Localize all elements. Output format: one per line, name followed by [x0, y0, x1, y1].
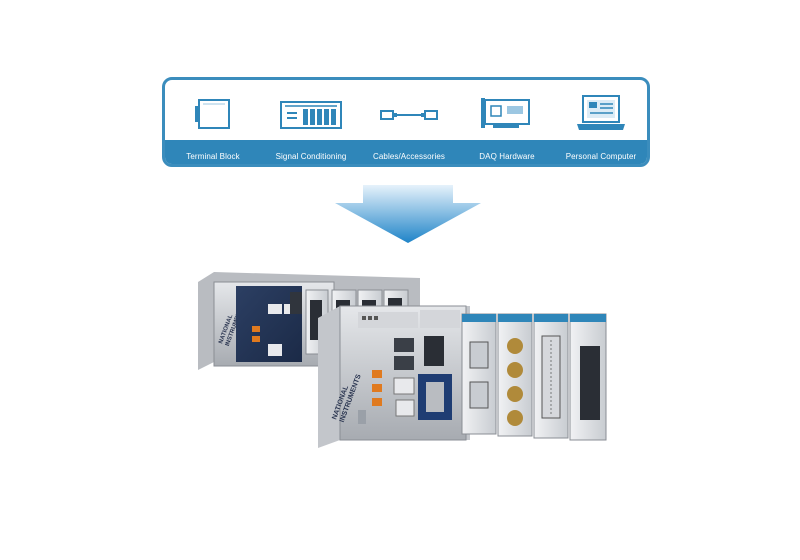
terminal-block-icon	[195, 99, 230, 129]
io-module-2	[497, 313, 533, 437]
label-band	[165, 140, 647, 164]
pipeline-item-daq-hardware: DAQ Hardware	[459, 80, 555, 164]
front-controller-unit: NATIONAL INSTRUMENTS	[318, 305, 470, 448]
signal-conditioning-icon	[280, 101, 342, 129]
pipeline-item-label: Personal Computer	[565, 152, 637, 161]
daq-pipeline-panel: Terminal Block Signal Conditioning Cable…	[162, 77, 650, 167]
pipeline-item-terminal-block: Terminal Block	[165, 80, 261, 164]
down-arrow-icon	[335, 185, 481, 243]
daq-card-icon	[481, 98, 530, 128]
pipeline-item-personal-computer: Personal Computer	[553, 80, 647, 164]
pipeline-item-cables: Cables/Accessories	[361, 80, 457, 164]
pipeline-item-signal-conditioning: Signal Conditioning	[263, 80, 359, 164]
cable-icon	[380, 110, 438, 120]
io-module-3	[533, 313, 569, 439]
pipeline-item-label: DAQ Hardware	[479, 152, 535, 161]
laptop-icon	[577, 95, 625, 130]
io-module-1	[461, 313, 497, 435]
pipeline-item-label: Terminal Block	[186, 152, 240, 161]
pipeline-item-label: Signal Conditioning	[275, 152, 347, 161]
pipeline-item-label: Cables/Accessories	[372, 152, 446, 161]
io-module-4	[569, 313, 607, 441]
